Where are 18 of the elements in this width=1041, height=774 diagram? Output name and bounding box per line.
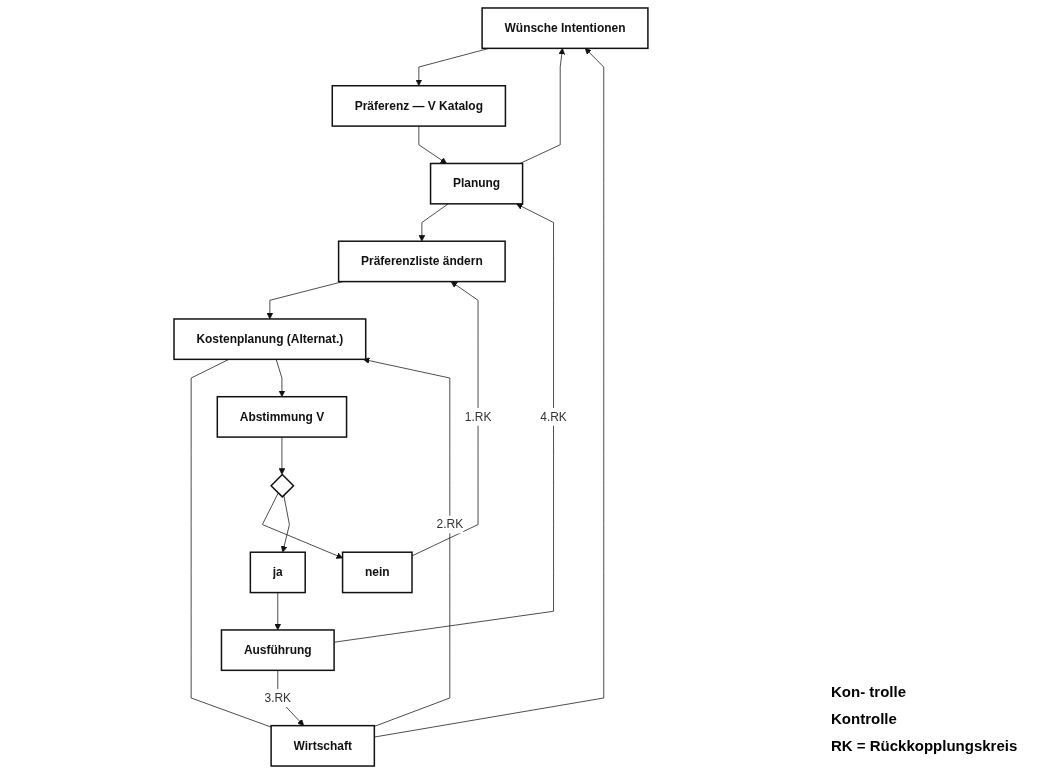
note-label: RK = Rückkopplungskreis <box>831 737 1019 754</box>
edge-label: 3.RK <box>264 691 291 704</box>
note-label: Kontrolle <box>831 710 898 727</box>
node-box: Wünsche Intentionen <box>480 7 649 50</box>
note-label: Kon- trolle <box>831 683 907 700</box>
edge-label: 2.RK <box>436 517 463 531</box>
node-box: Wirtschaft <box>269 724 375 767</box>
node-box: nein <box>341 551 413 594</box>
node-box: Abstimmung V <box>216 395 347 438</box>
edge-label: 1.RK <box>464 410 491 423</box>
node-diamond <box>269 473 295 498</box>
node-box: ja <box>249 551 306 594</box>
edge-label: 4.RK <box>539 410 567 423</box>
node-box: Ausführung <box>220 629 335 672</box>
node-box: Planung <box>429 162 523 205</box>
node-box: Präferenz — V Katalog <box>331 85 506 127</box>
node-box: Kostenplanung (Alternat.) <box>172 318 366 361</box>
node-box: Präferenzliste ändern <box>337 240 506 283</box>
